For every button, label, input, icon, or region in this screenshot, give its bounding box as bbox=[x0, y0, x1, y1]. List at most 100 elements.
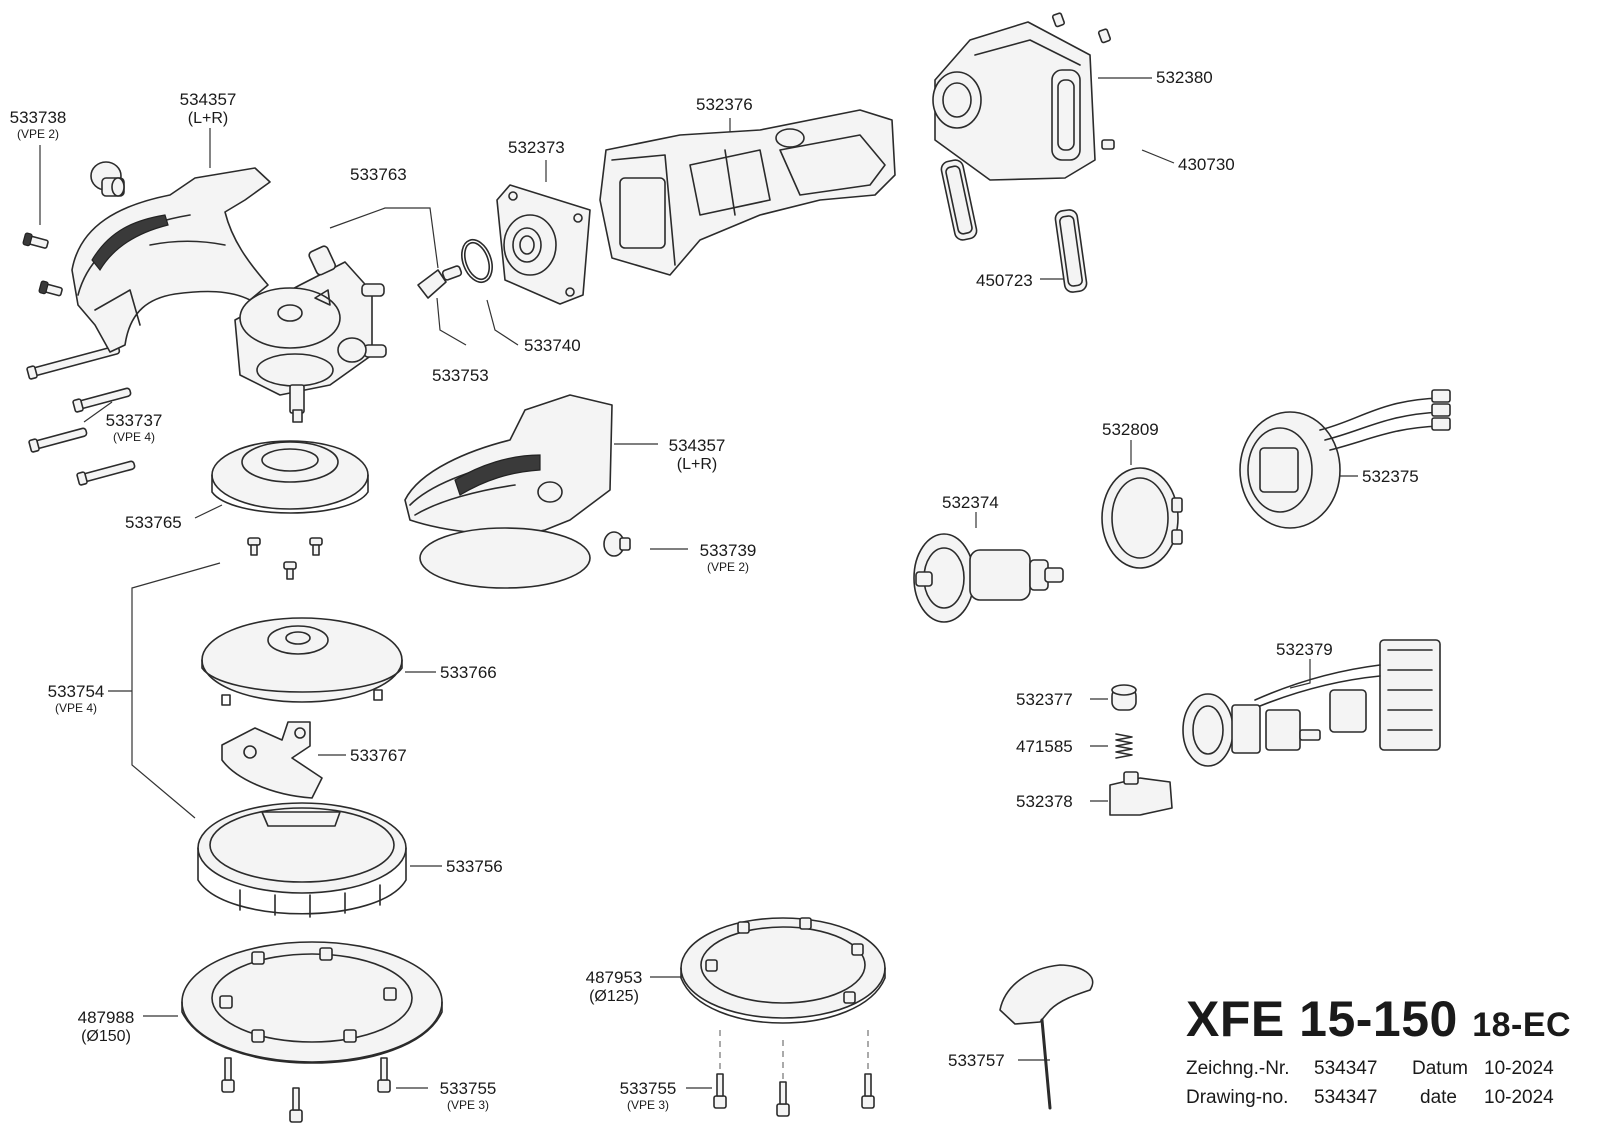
part-label-533740: 533740 bbox=[524, 336, 581, 355]
part-number: 534357 bbox=[668, 436, 726, 455]
part-number: 532379 bbox=[1276, 640, 1333, 659]
part-label-533753: 533753 bbox=[432, 366, 489, 385]
switch-knob-532377 bbox=[1111, 684, 1137, 711]
part-number: 533739 bbox=[699, 541, 757, 560]
housing-front-534357 bbox=[404, 394, 613, 589]
model-suffix: 18-EC bbox=[1472, 1006, 1572, 1044]
part-number: 533753 bbox=[432, 366, 489, 385]
part-number: 430730 bbox=[1178, 155, 1235, 174]
part-label-532376: 532376 bbox=[696, 95, 753, 114]
part-number: 533757 bbox=[948, 1051, 1005, 1070]
bearing-flange-533765 bbox=[211, 440, 369, 514]
part-label-532809: 532809 bbox=[1102, 420, 1159, 439]
part-number: 533754 bbox=[47, 682, 105, 701]
part-label-532377: 532377 bbox=[1016, 690, 1073, 709]
model-title: XFE 15-150 18-EC bbox=[1186, 990, 1571, 1048]
part-label-533765: 533765 bbox=[125, 513, 182, 532]
slide-switch-532378 bbox=[1109, 771, 1173, 816]
part-label-532380: 532380 bbox=[1156, 68, 1213, 87]
housing-shell-534357 bbox=[71, 167, 271, 353]
part-number: 487988 bbox=[77, 1008, 135, 1027]
part-label-534357-right: 534357 (L+R) bbox=[669, 436, 726, 474]
eccentric-disc-533766 bbox=[201, 617, 403, 706]
part-number: 532373 bbox=[508, 138, 565, 157]
part-number: 533766 bbox=[440, 663, 497, 682]
part-number: 533756 bbox=[446, 857, 503, 876]
counterweight-533767 bbox=[221, 721, 323, 799]
part-number: 533765 bbox=[125, 513, 182, 532]
part-label-430730: 430730 bbox=[1178, 155, 1235, 174]
part-label-533755-left: 533755 (VPE 3) bbox=[440, 1079, 497, 1112]
part-label-533767: 533767 bbox=[350, 746, 407, 765]
part-number: 533763 bbox=[350, 165, 407, 184]
drawing-number-en-label: Drawing-no. bbox=[1186, 1087, 1289, 1108]
part-number: 532374 bbox=[942, 493, 999, 512]
screws-left bbox=[22, 232, 136, 486]
drawing-number-de: 534347 bbox=[1314, 1058, 1378, 1079]
drawing-number-en: 534347 bbox=[1314, 1087, 1378, 1108]
part-label-450723: 450723 bbox=[976, 271, 1033, 290]
part-number: 533738 bbox=[9, 108, 67, 127]
part-number: 533740 bbox=[524, 336, 581, 355]
part-label-533755-middle: 533755 (VPE 3) bbox=[620, 1079, 677, 1112]
part-number: 533737 bbox=[105, 411, 163, 430]
part-number: 532375 bbox=[1362, 467, 1419, 486]
part-number: 534357 bbox=[179, 90, 237, 109]
part-number: 532380 bbox=[1156, 68, 1213, 87]
bevel-pinion-533753 bbox=[417, 265, 463, 299]
part-note: (VPE 4) bbox=[54, 701, 98, 715]
part-number: 532376 bbox=[696, 95, 753, 114]
part-label-487953: 487953 (Ø125) bbox=[586, 968, 643, 1006]
date-en-label: date bbox=[1420, 1087, 1457, 1108]
part-number: 533755 bbox=[439, 1079, 497, 1098]
battery-interface-532380 bbox=[932, 12, 1115, 181]
part-note: (VPE 2) bbox=[706, 560, 750, 574]
part-note: (Ø150) bbox=[81, 1028, 131, 1045]
part-label-534357-top: 534357 (L+R) bbox=[180, 90, 237, 128]
brake-ring-533756 bbox=[197, 802, 407, 918]
part-label-532378: 532378 bbox=[1016, 792, 1073, 811]
o-ring-533740 bbox=[461, 238, 493, 284]
leader-lines bbox=[39, 77, 1358, 1089]
part-label-532375: 532375 bbox=[1362, 467, 1419, 486]
date-en: 10-2024 bbox=[1484, 1087, 1554, 1108]
part-note: (VPE 3) bbox=[626, 1098, 670, 1112]
part-label-471585: 471585 bbox=[1016, 737, 1073, 756]
part-label-532379: 532379 bbox=[1276, 640, 1333, 659]
pad-screws-middle bbox=[713, 1073, 875, 1117]
model-name: XFE 15-150 bbox=[1186, 991, 1458, 1047]
torx-key-533757 bbox=[999, 964, 1094, 1110]
flange-532373 bbox=[496, 184, 591, 305]
magnet-ring-532809 bbox=[1101, 467, 1183, 569]
part-label-487988: 487988 (Ø150) bbox=[78, 1008, 135, 1046]
part-number: 450723 bbox=[976, 271, 1033, 290]
part-number: 532377 bbox=[1016, 690, 1073, 709]
sanding-pad-487988 bbox=[181, 941, 443, 1064]
part-label-532374: 532374 bbox=[942, 493, 999, 512]
part-label-533756: 533756 bbox=[446, 857, 503, 876]
part-note: (Ø125) bbox=[589, 988, 639, 1005]
drawing-number-de-label: Zeichng.-Nr. bbox=[1186, 1058, 1290, 1079]
part-label-532373: 532373 bbox=[508, 138, 565, 157]
gear-head-533763 bbox=[234, 245, 387, 423]
part-label-533739: 533739 (VPE 2) bbox=[700, 541, 757, 574]
part-label-533763: 533763 bbox=[350, 165, 407, 184]
rotor-532374 bbox=[913, 533, 1064, 623]
part-label-533766: 533766 bbox=[440, 663, 497, 682]
motor-housing-532376 bbox=[599, 109, 896, 276]
part-label-533754: 533754 (VPE 4) bbox=[48, 682, 105, 715]
part-label-533738: 533738 (VPE 2) bbox=[10, 108, 67, 141]
spring-471585 bbox=[1115, 733, 1133, 759]
part-number: 532378 bbox=[1016, 792, 1073, 811]
part-label-533757: 533757 bbox=[948, 1051, 1005, 1070]
part-number: 471585 bbox=[1016, 737, 1073, 756]
part-note: (VPE 3) bbox=[446, 1098, 490, 1112]
plug-part bbox=[90, 161, 125, 197]
electronics-532379 bbox=[1182, 639, 1441, 767]
date-de: 10-2024 bbox=[1484, 1058, 1554, 1079]
part-label-533737: 533737 (VPE 4) bbox=[106, 411, 163, 444]
part-note: (L+R) bbox=[187, 110, 229, 127]
stator-532375 bbox=[1239, 389, 1451, 529]
part-number: 487953 bbox=[585, 968, 643, 987]
